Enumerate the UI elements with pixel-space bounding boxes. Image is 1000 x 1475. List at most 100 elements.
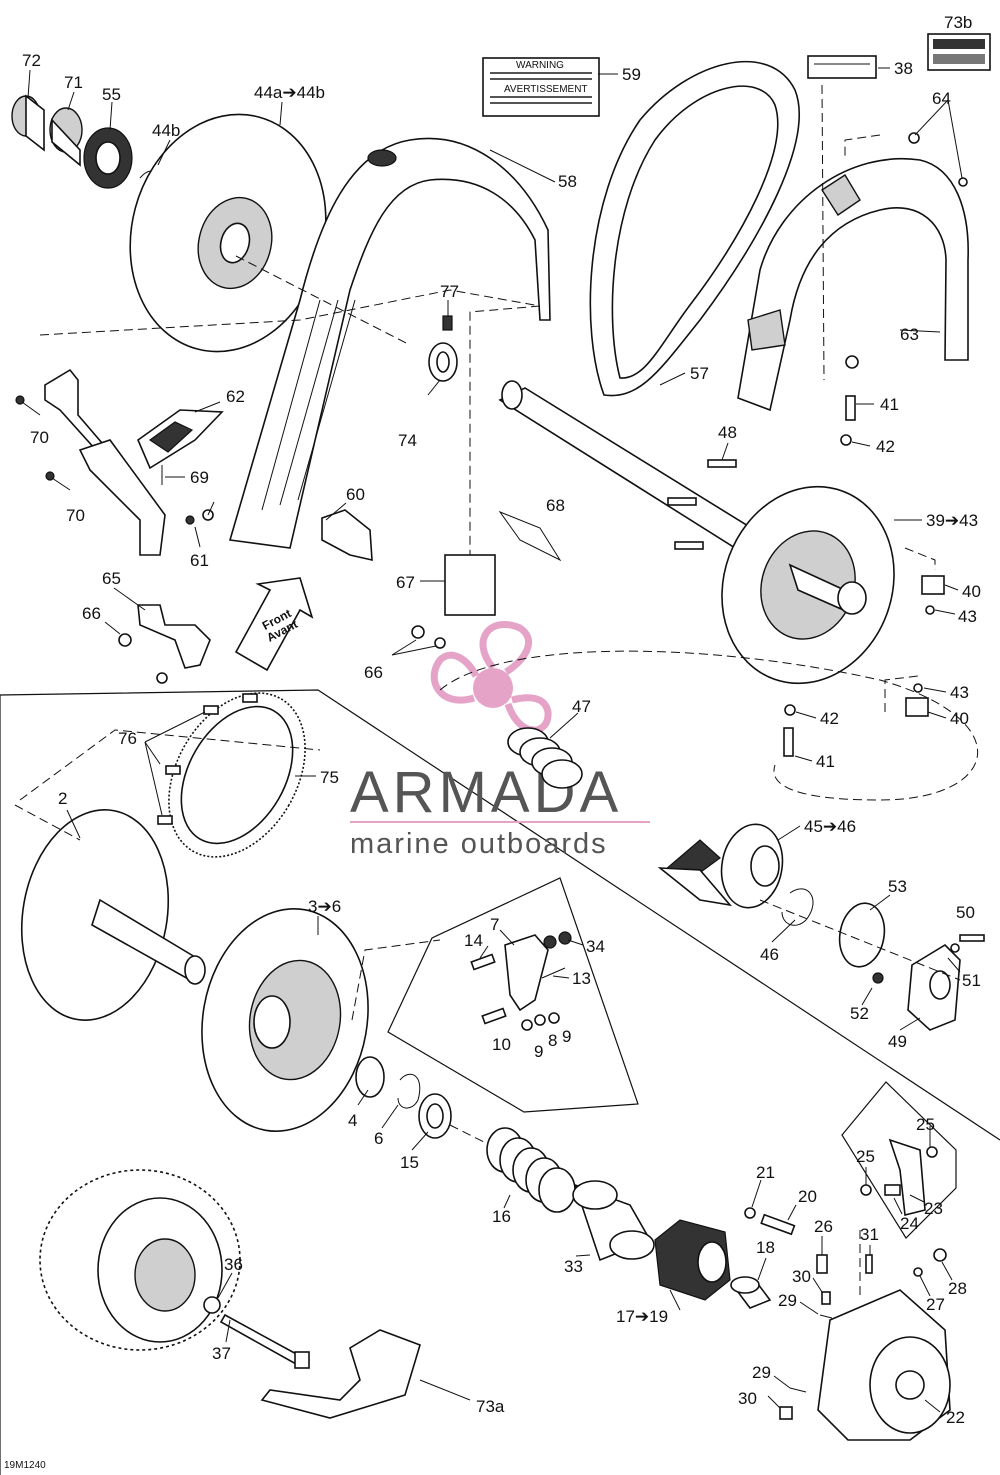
drive-pulley-assembly: [39, 1169, 241, 1351]
part-74-bushing: [428, 342, 458, 382]
part-46-circlip: [781, 888, 814, 926]
callout-41b: 41: [816, 752, 835, 771]
callout-26: 26: [814, 1217, 833, 1236]
propeller-icon: [430, 620, 552, 734]
callout-51: 51: [962, 971, 981, 990]
callout-25a: 25: [916, 1115, 935, 1134]
part-43-clip: [913, 683, 923, 693]
callout-27: 27: [926, 1295, 945, 1314]
part-76-bolts: [157, 693, 258, 825]
callout-38: 38: [894, 59, 913, 78]
callout-62: 62: [226, 387, 245, 406]
callout-77: 77: [440, 282, 459, 301]
part-47-spring: [507, 727, 583, 789]
dashed-guide-seal: [449, 1124, 491, 1146]
part-66-grommet: [156, 672, 168, 684]
part-64-grommet: [908, 132, 920, 144]
part-63-belt-guard: [737, 158, 969, 412]
part-77-screw: [442, 315, 453, 331]
callout-70b: 70: [66, 506, 85, 525]
part-33-sleeve: [572, 1180, 655, 1262]
callout-65: 65: [102, 569, 121, 588]
part-70-screw: [15, 395, 41, 416]
callout-60: 60: [346, 485, 365, 504]
part-38-decal: [807, 55, 877, 79]
part-67-hinge: [444, 554, 496, 616]
part-21-washer: [744, 1207, 756, 1219]
callout-30a: 30: [792, 1267, 811, 1286]
callout-73a: 73a: [476, 1397, 505, 1416]
callout-64: 64: [932, 89, 951, 108]
part-60-bracket: [321, 509, 373, 562]
dashed-guides-lower: [14, 729, 861, 1300]
callout-68: 68: [546, 496, 565, 515]
callout-33: 33: [564, 1257, 583, 1276]
front-arrow-icon: Front Avant: [234, 577, 314, 672]
callout-16: 16: [492, 1207, 511, 1226]
callout-76: 76: [118, 729, 137, 748]
part-58-belt-guard-bracket: [228, 137, 551, 549]
callout-8: 8: [548, 1031, 557, 1050]
callout-75: 75: [320, 768, 339, 787]
callout-28: 28: [948, 1279, 967, 1298]
part-29-pin: [819, 1314, 833, 1319]
callout-71: 71: [64, 73, 83, 92]
part-50-screw: [959, 934, 985, 942]
callout-36: 36: [224, 1255, 243, 1274]
callout-43a: 43: [958, 607, 977, 626]
callout-39: 39➔43: [926, 511, 978, 530]
part-70-screw: [45, 471, 71, 491]
callout-4: 4: [348, 1111, 357, 1130]
part-15-seal: [418, 1093, 452, 1139]
callout-43b: 43: [950, 683, 969, 702]
part-66-grommet: [118, 633, 132, 647]
part-3-movable-sheave: [201, 907, 369, 1133]
part-43-clip: [925, 605, 935, 615]
callout-48: 48: [718, 423, 737, 442]
callout-37: 37: [212, 1344, 231, 1363]
callout-45: 45➔46: [804, 817, 856, 836]
part-7-lever-inset: [470, 931, 572, 1031]
callout-46: 46: [760, 945, 779, 964]
callout-23: 23: [924, 1199, 943, 1218]
part-22-governor: [817, 1289, 951, 1441]
part-40-rollers: [905, 575, 945, 717]
part-28-nut: [933, 1248, 947, 1262]
part-39-driven-pulley: [498, 380, 895, 685]
callout-61: 61: [190, 551, 209, 570]
part-51-washer: [950, 943, 960, 953]
callout-10: 10: [492, 1035, 511, 1054]
callout-2: 2: [58, 789, 67, 808]
part-65-lever-assembly: [44, 368, 166, 556]
part-30-weight: [779, 1406, 793, 1420]
callout-13: 13: [572, 969, 591, 988]
part-27-washer: [913, 1267, 923, 1277]
part-44a-sheave: [129, 113, 327, 353]
part-2-fixed-sheave: [20, 809, 206, 1021]
callout-49: 49: [888, 1032, 907, 1051]
callout-7: 7: [490, 915, 499, 934]
part-72-bushing: [11, 94, 45, 152]
callout-47: 47: [572, 697, 591, 716]
part-45-spider: [657, 823, 784, 909]
callout-20: 20: [798, 1187, 817, 1206]
callout-59: 59: [622, 65, 641, 84]
part-66-grommet: [411, 625, 425, 639]
watermark-logo: ARMADA marine outboards: [350, 620, 650, 860]
callout-9b: 9: [562, 1027, 571, 1046]
callout-44b: 44b: [152, 121, 180, 140]
part-62-pad: [137, 409, 224, 470]
part-75-ring-gear: [168, 692, 306, 858]
part-48-pins: [667, 459, 737, 550]
callout-22: 22: [946, 1408, 965, 1427]
callout-66a: 66: [82, 604, 101, 623]
part-17-governor-cup: [654, 1219, 731, 1301]
callout-63: 63: [900, 325, 919, 344]
part-41-screws: [783, 395, 856, 757]
callout-34: 34: [586, 937, 605, 956]
callout-29a: 29: [778, 1291, 797, 1310]
callout-14: 14: [464, 931, 483, 950]
decal-warning-title: WARNING: [516, 60, 564, 71]
